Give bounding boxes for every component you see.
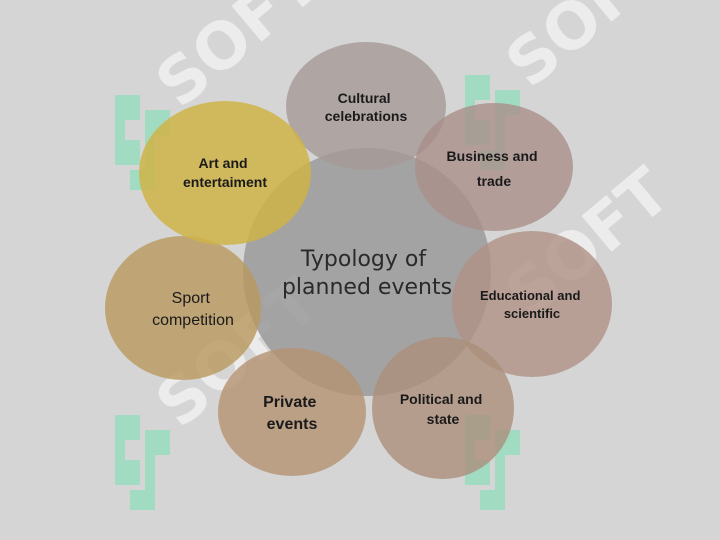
node-art-label: Art and entertaiment xyxy=(183,155,267,190)
watermark-logo-icon xyxy=(465,75,520,170)
watermark-logo-icon xyxy=(115,415,170,510)
center-title-line-2: planned events xyxy=(282,275,452,300)
node-business-label: Business and trade xyxy=(447,148,542,189)
node-private-oval xyxy=(218,348,366,476)
node-sport-label: Sport competition xyxy=(152,290,234,329)
node-educational-label: Educational and scientific xyxy=(480,288,584,321)
node-political-oval xyxy=(372,337,514,479)
node-art-oval xyxy=(139,101,311,245)
center-title-line-1: Typology of xyxy=(300,247,427,272)
node-cultural-oval xyxy=(286,42,446,170)
watermark-text: SOFT xyxy=(493,0,685,102)
node-business-oval xyxy=(415,103,573,231)
watermark-logo-icon xyxy=(115,95,170,190)
node-sport-oval xyxy=(105,236,261,380)
node-cultural-label: Cultural celebrations xyxy=(325,90,408,124)
center-title: Typology of planned events xyxy=(282,247,452,300)
center-circle xyxy=(243,148,491,396)
node-political-label: Political and state xyxy=(400,391,486,427)
node-educational-oval xyxy=(452,231,612,377)
node-private-label: Private events xyxy=(263,394,321,433)
